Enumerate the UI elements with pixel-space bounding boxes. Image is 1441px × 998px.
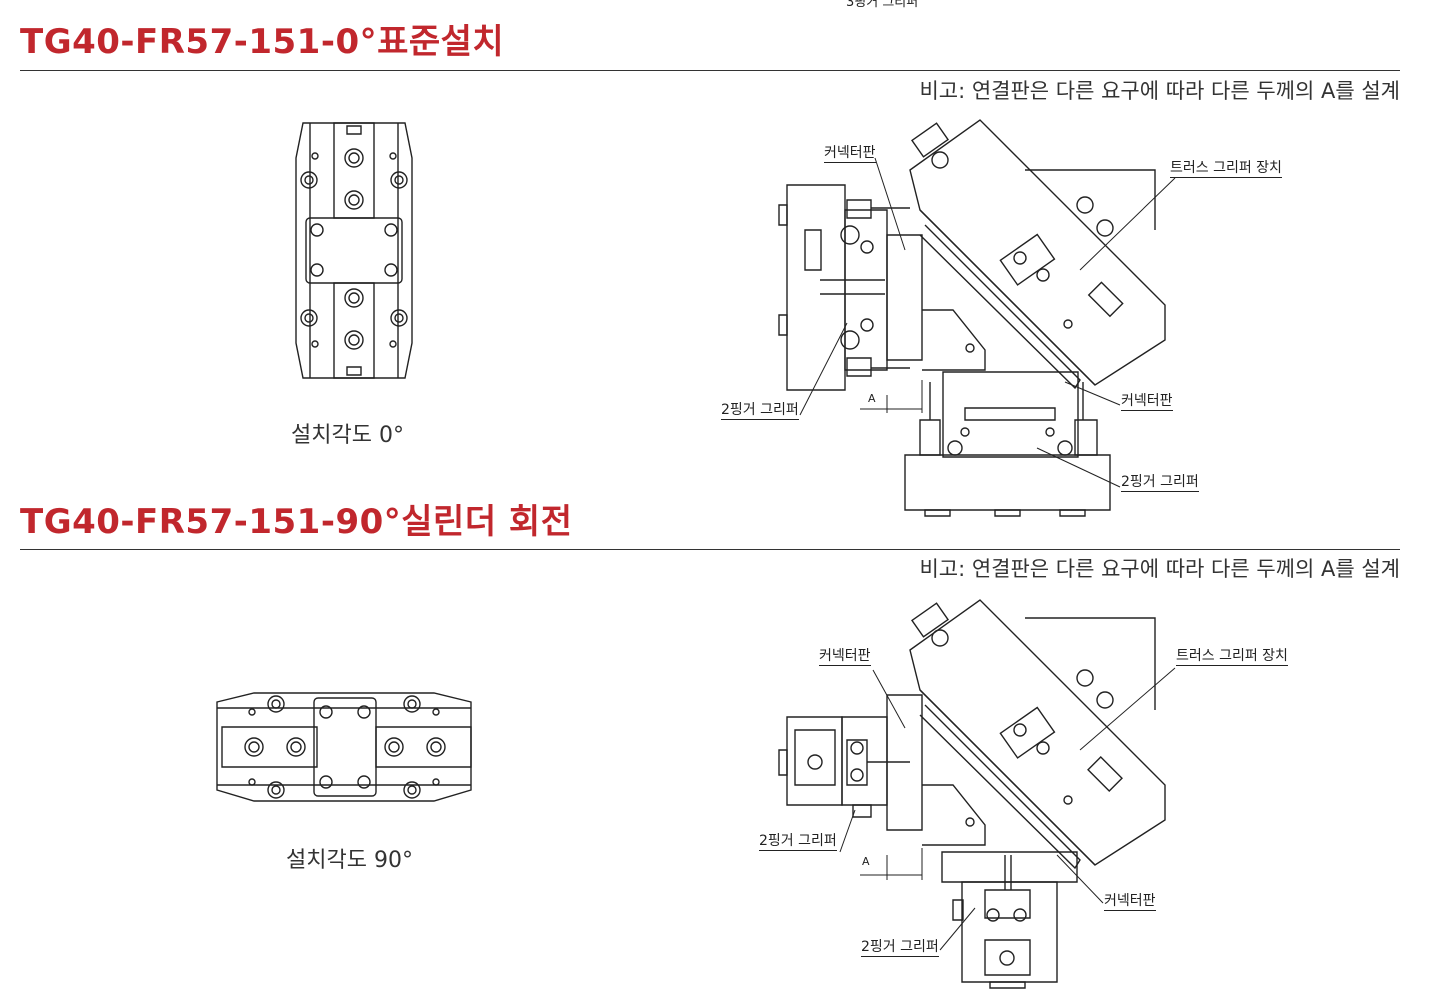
s2-dimension-a: A <box>862 855 870 868</box>
s1-label-two-finger-bottom: 2핑거 그리퍼 <box>1121 474 1199 492</box>
section1-title: TG40-FR57-151-0°표준설치 <box>20 22 505 62</box>
top-fragment-label: 3핑거 그리퍼 <box>846 0 919 10</box>
section1-note: 비고: 연결판은 다른 요구에 따라 다른 두께의 A를 설계 <box>919 79 1400 103</box>
s2-label-connector-plate-top: 커넥터판 <box>819 648 871 666</box>
gripper-top-view-90deg <box>214 690 474 805</box>
gripper-top-view-0deg <box>289 118 419 383</box>
assembly-side-view-0deg <box>775 110 1175 520</box>
section2-caption: 설치각도 90° <box>286 848 413 873</box>
s2-label-two-finger-bottom: 2핑거 그리퍼 <box>861 939 939 957</box>
section2-note: 비고: 연결판은 다른 요구에 따라 다른 두께의 A를 설계 <box>919 557 1400 581</box>
s1-dimension-a: A <box>868 392 876 405</box>
s1-label-truss-gripper: 트러스 그리퍼 장치 <box>1170 160 1282 178</box>
assembly-side-view-90deg <box>775 590 1175 990</box>
s2-label-truss-gripper: 트러스 그리퍼 장치 <box>1176 648 1288 666</box>
s2-label-connector-plate-bottom: 커넥터판 <box>1104 893 1156 911</box>
s1-label-connector-plate-top: 커넥터판 <box>824 145 876 163</box>
s1-label-connector-plate-bottom: 커넥터판 <box>1121 393 1173 411</box>
section1-rule <box>20 70 1400 71</box>
section2-title: TG40-FR57-151-90°실린더 회전 <box>20 502 573 542</box>
s2-label-two-finger-left: 2핑거 그리퍼 <box>759 833 837 851</box>
s1-label-two-finger-left: 2핑거 그리퍼 <box>721 402 799 420</box>
section2-rule <box>20 549 1400 550</box>
section1-caption: 설치각도 0° <box>291 423 404 448</box>
